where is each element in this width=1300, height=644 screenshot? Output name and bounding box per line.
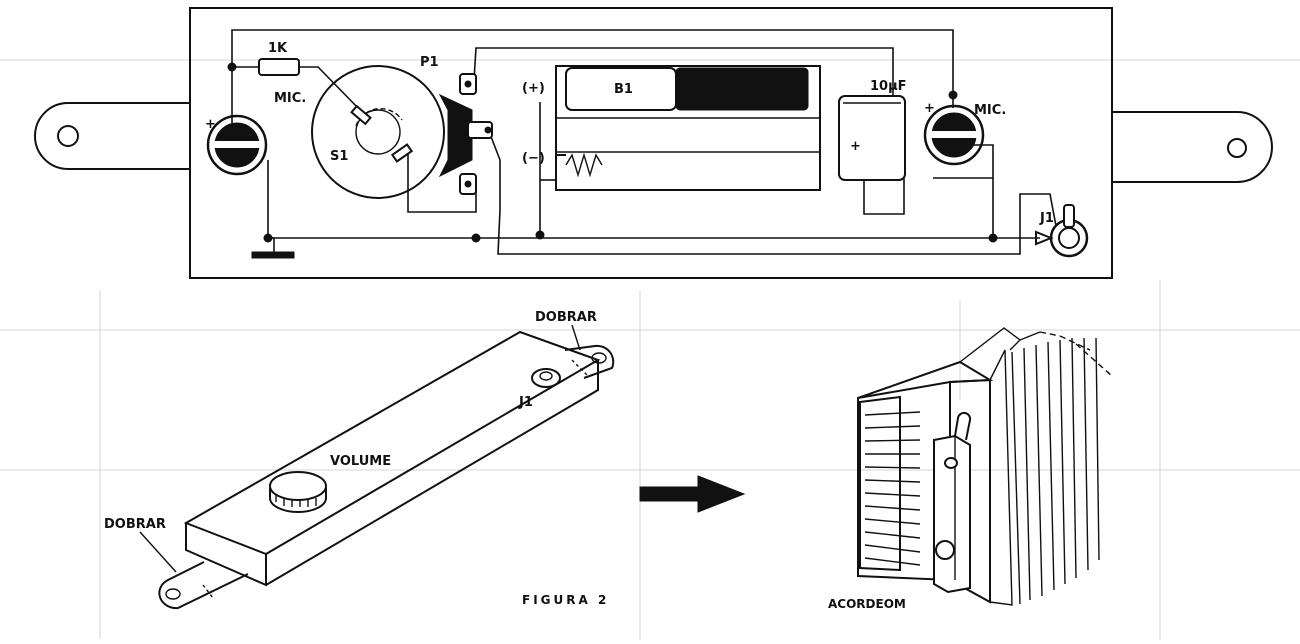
- battery-plus-label: (+): [522, 81, 545, 96]
- junction-dots: [227, 62, 998, 243]
- arrow-right: [639, 475, 746, 513]
- ground-bar: [251, 251, 295, 259]
- resistor-label: 1K: [268, 41, 288, 56]
- left-mic-plus: +: [205, 117, 216, 132]
- enclosure-box-view: [139, 324, 615, 610]
- bottom-mount-tab: [158, 561, 249, 610]
- right-mount-hole: [1227, 138, 1247, 158]
- potentiometer-p1: [311, 65, 493, 199]
- switch-label: S1: [330, 149, 348, 164]
- background-ghost-lines: [0, 59, 1300, 639]
- left-microphone: [206, 114, 268, 176]
- accordion-illustration: [857, 327, 1113, 606]
- left-mount-tab: [34, 102, 190, 170]
- right-mic-label: MIC.: [974, 103, 1006, 118]
- accordion-label: ACORDEOM: [828, 597, 906, 611]
- capacitor-10uf: [838, 95, 906, 181]
- accordion-bellows: [959, 327, 1113, 606]
- right-mic-plus: +: [924, 101, 935, 116]
- jack-j1: [1035, 204, 1089, 258]
- battery-label: B1: [614, 82, 633, 97]
- figure-caption: FIGURA 2: [522, 593, 609, 607]
- right-microphone: [923, 104, 985, 166]
- jack-top-label: J1: [1039, 211, 1054, 226]
- pot-label: P1: [420, 55, 439, 70]
- left-mount-hole: [57, 125, 79, 147]
- volume-knob: [269, 471, 327, 513]
- capacitor-plus: +: [850, 139, 861, 154]
- box-jack-label: J1: [518, 395, 533, 410]
- battery-minus-label: (−): [522, 151, 545, 166]
- accordion-keys: [864, 411, 921, 566]
- top-board-view: 1K MIC. + P1 S1: [34, 7, 1273, 279]
- battery-b1: [555, 65, 821, 191]
- box-jack-nut: [531, 368, 561, 388]
- volume-label: VOLUME: [330, 454, 391, 469]
- dobrar-bottom-label: DOBRAR: [104, 517, 166, 532]
- top-mount-tab: [564, 344, 615, 379]
- capacitor-label: 10µF: [870, 79, 907, 94]
- right-mount-tab: [1112, 111, 1273, 183]
- circuit-wires: [231, 29, 1057, 255]
- resistor-1k: [258, 58, 300, 76]
- accordion-mounted-box: [933, 411, 972, 594]
- left-mic-label: MIC.: [274, 91, 306, 106]
- board-outline: [189, 7, 1113, 279]
- dobrar-top-label: DOBRAR: [535, 310, 597, 325]
